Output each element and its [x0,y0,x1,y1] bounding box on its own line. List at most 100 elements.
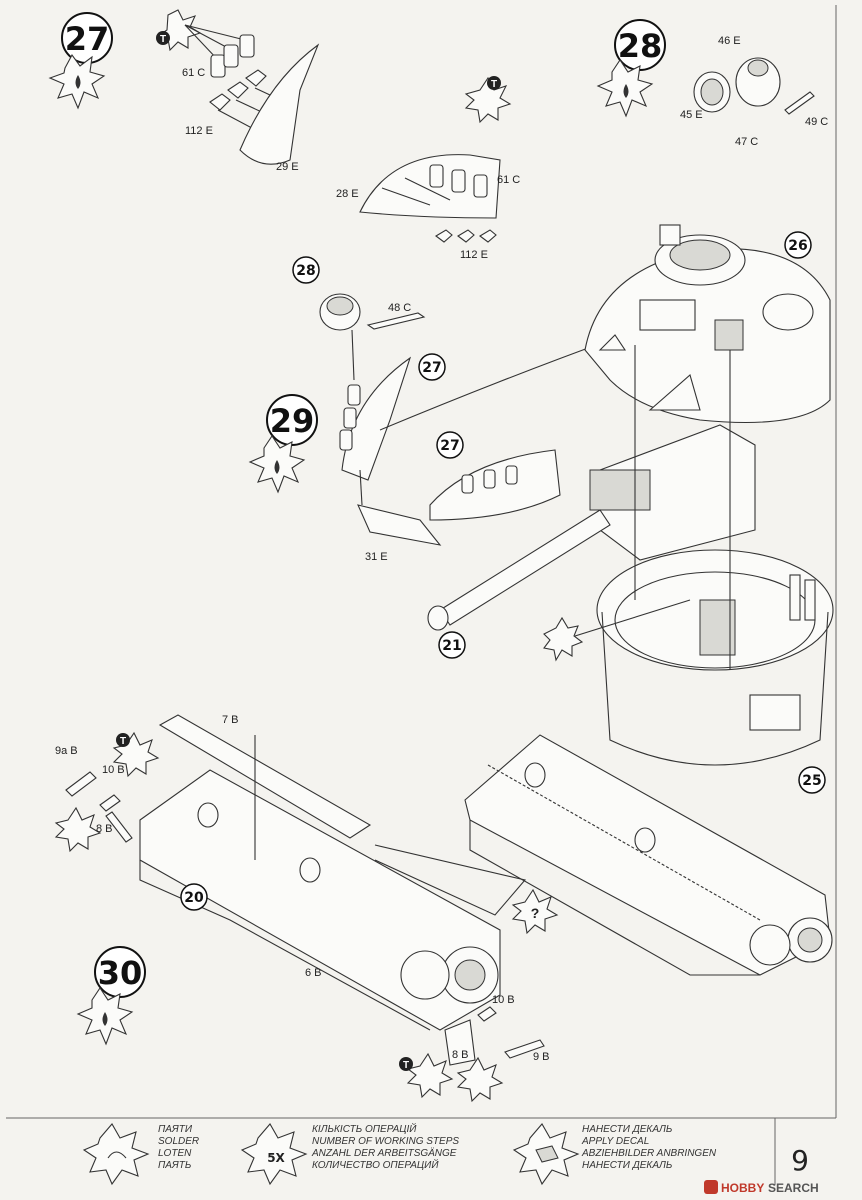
part-label-10b: 10 B [492,994,515,1006]
part-47c-hatch [735,57,781,107]
legend-decal-de: ABZIEHBILDER ANBRINGEN [581,1148,717,1159]
glue-drop-icon [623,84,629,98]
sub-step-28-circle [292,256,320,284]
solder-star-icon [54,806,102,853]
step-30-group: 30 [76,946,146,1046]
hull-ring-assembly: 25 [543,345,834,794]
part-label-112e: 112 E [460,249,488,261]
glue-drop-icon [102,1012,108,1026]
part-61c-2 [223,44,239,68]
sub-step-25-number: 25 [802,773,821,789]
page-number: 9 [791,1144,809,1177]
legend-solder-en: SOLDER [158,1136,199,1147]
watermark: HOBBY SEARCH [704,1180,819,1195]
step-28-circle [614,19,666,71]
part-label-45e: 45 E [680,109,703,121]
sub-step-20-circle [180,883,208,911]
part-label-7b: 7 B [222,714,239,726]
sub-step-20-number: 20 [184,890,204,906]
sub-step-26-circle [784,231,812,259]
legend-decal-en: APPLY DECAL [581,1136,649,1147]
legend-steps-en: NUMBER OF WORKING STEPS [312,1136,459,1147]
sub-step-28-number: 28 [296,263,315,279]
solder-star-icon [543,616,584,662]
part-label-8b: 8 B [452,1049,469,1061]
part-8b [444,1019,476,1066]
part-61c-3 [239,34,255,58]
assembly-arrow [379,339,611,431]
part-label-46e: 46 E [718,35,741,47]
part-label-61c: 61 C [497,174,520,186]
turret-bracket [639,299,696,331]
step-27-number: 27 [65,20,110,58]
barrel-muzzle [427,605,449,631]
decal-star-icon [456,1056,504,1103]
solder-star-icon [112,731,160,778]
part-label-9b: 9 B [533,1051,550,1063]
sub-step-21-circle [438,631,466,659]
check-question-label: ? [531,905,540,921]
legend: ПАЯТИ SOLDER LOTEN ПАЯТЬ 5X КІЛЬКІСТЬ ОП… [82,1118,809,1186]
check-star-icon [511,888,559,935]
step-28-group: 28 [596,19,666,118]
turret-assembly: 26 [584,224,831,424]
ring-walls [601,611,829,766]
part-48c-rod [366,312,426,330]
part-label-10b: 10 B [102,764,125,776]
part-9ab [65,771,97,797]
part-label-28e: 28 E [336,188,359,200]
legend-decal-ru: НАНЕСТИ ДЕКАЛЬ [582,1160,672,1171]
part-29e-plate [239,43,320,165]
part-label-9ab: 9a B [55,745,78,757]
step-29-group: 28 48 C 27 29 31 E [248,256,611,563]
part-112e-set [435,229,497,243]
part-7b-rail [158,714,372,839]
sub-step-21-number: 21 [442,638,461,654]
part-label-112e: 112 E [185,125,213,137]
steps-count-example: 5X [267,1151,285,1165]
part-28e-plate [359,154,501,219]
sub-step-26-number: 26 [788,238,807,254]
tool-t-label: T [160,34,166,45]
gun-breech [589,469,651,511]
tool-t-label: T [403,1060,409,1071]
solder-legend-icon [82,1123,150,1186]
step-29-number: 29 [270,402,315,440]
watermark-brand: HOBBY [721,1181,764,1195]
steps-count-legend-icon [240,1123,308,1186]
legend-steps-ru: КОЛИЧЕСТВО ОПЕРАЦИЙ [312,1158,439,1171]
watermark-word: SEARCH [768,1181,819,1195]
step-28-number: 28 [618,27,663,65]
gun-barrel [439,509,611,626]
tool-t-label: T [491,79,497,90]
sub-step-27-number: 27 [440,438,459,454]
hull-left-view: 7 B T ? 20 6 B 9a B 10 B 8 B 10 B 8 B 9 … [54,714,559,1103]
hull-right-view [464,734,833,976]
part-label-8b: 8 B [96,823,113,835]
legend-solder-ru: ПАЯТЬ [158,1160,191,1171]
loader-hatch [762,293,814,331]
tool-t-badge [156,31,170,45]
legend-decal-ua: НАНЕСТИ ДЕКАЛЬ [582,1124,672,1135]
part-label-29e: 29 E [276,161,299,173]
part-49c-rod [784,91,815,115]
solder-star-icon [406,1052,454,1099]
part-label-49c: 49 C [805,116,828,128]
ammo-box [749,694,801,731]
part-10b [99,794,121,812]
glue-drop-icon [75,75,81,89]
legend-solder-ua: ПАЯТИ [158,1124,193,1135]
part-112e-set [209,69,267,111]
part-31e-strip [357,504,442,546]
plate-28e-assembly: T 28 E 61 C 112 E [336,76,520,261]
part-label-6b: 6 B [305,967,322,979]
gun-assembly: 27 21 [427,424,756,659]
step-27-group: 27 [48,12,113,110]
legend-steps-de: ANZAHL DER ARBEITSGÄNGE [311,1147,457,1159]
part-label-48c: 48 C [388,302,411,314]
part-label-47c: 47 C [735,136,758,148]
glue-drop-icon [274,460,280,474]
part-label-61c: 61 C [182,67,205,79]
sub-step-27-number: 27 [422,360,441,376]
